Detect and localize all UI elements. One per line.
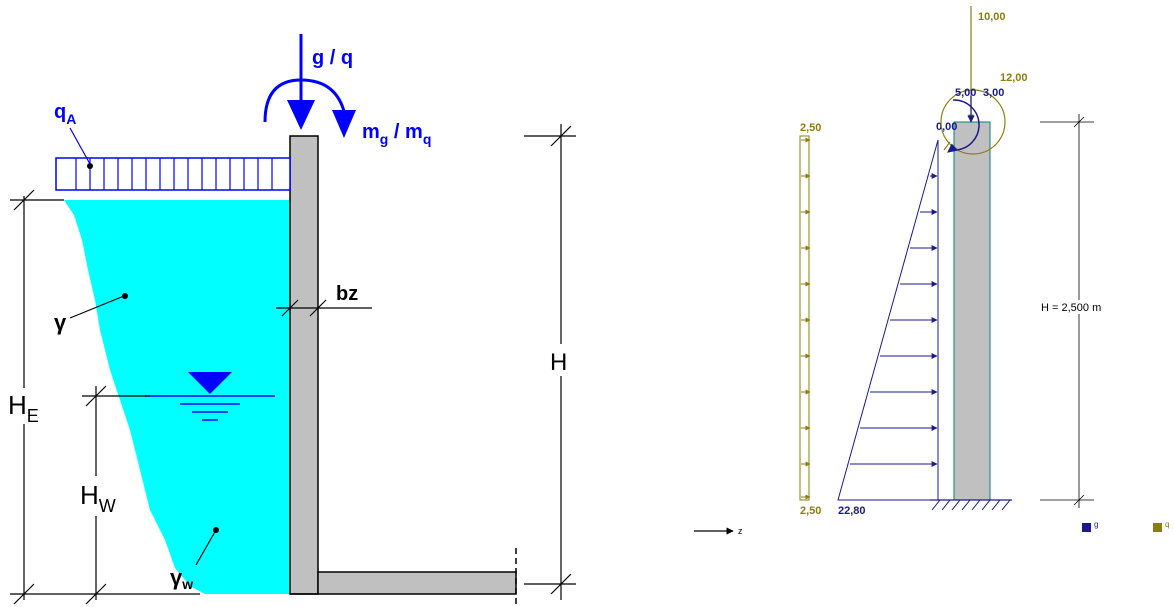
legend-q-swatch <box>1153 523 1162 532</box>
label-height: H = 2,500 m <box>1041 302 1101 314</box>
label-HE: HE <box>8 390 39 426</box>
label-gamma: γ <box>54 310 67 335</box>
label-bz: bz <box>336 283 358 305</box>
label-H: H <box>550 349 567 376</box>
legend-g-label: g <box>1094 520 1098 529</box>
label-g-bottom: 22,80 <box>838 505 866 517</box>
moment-g-arc <box>952 99 980 151</box>
surcharge-box <box>55 157 291 191</box>
legend-g-swatch <box>1082 523 1091 532</box>
label-moment-q: 12,00 <box>1000 72 1028 84</box>
label-top-zero: 0,00 <box>936 121 957 133</box>
label-qA: qA <box>54 101 76 127</box>
left-schematic: qA g / q mg / mq γ γw bz <box>6 34 576 607</box>
soil-body <box>64 200 290 594</box>
wall-stem <box>289 135 319 595</box>
moment-q-circle <box>940 89 1006 155</box>
label-moment: mg / mq <box>362 121 431 147</box>
label-moment-g: 5,00 <box>955 87 976 99</box>
label-top-force: 10,00 <box>978 11 1006 23</box>
label-moment-g2: 3,00 <box>983 87 1004 99</box>
label-gq: g / q <box>312 47 353 69</box>
right-load-diagram: z 2,50 2,50 <box>694 6 1169 536</box>
wall-footing <box>290 571 517 595</box>
label-HW: HW <box>80 480 116 516</box>
label-q-bottom: 2,50 <box>800 505 821 517</box>
g-pressure-triangle <box>837 139 939 501</box>
label-q-top: 2,50 <box>800 122 821 134</box>
legend-q-label: q <box>1165 520 1169 529</box>
q-load-strip <box>799 135 810 501</box>
label-gamma-w: γw <box>170 565 193 592</box>
water-table-symbol <box>188 372 232 394</box>
axis-z-label: z <box>738 526 743 536</box>
right-wall <box>953 121 991 501</box>
